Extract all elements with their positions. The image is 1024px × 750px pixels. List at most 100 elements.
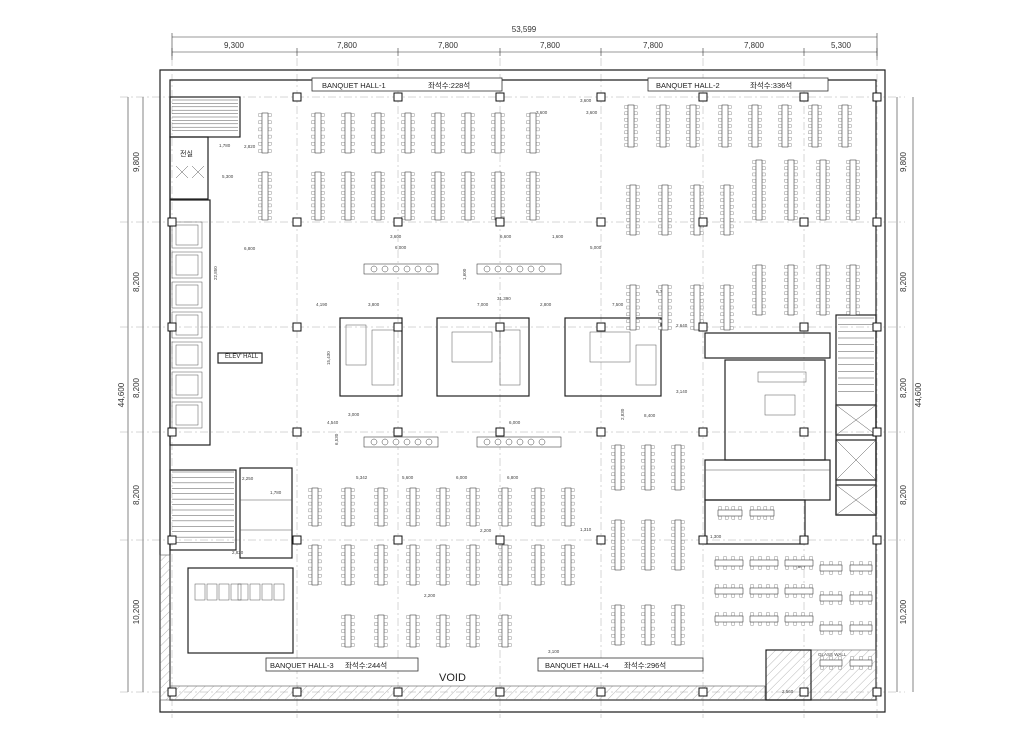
burner	[527, 438, 535, 446]
hall-3-label: BANQUET HALL-3 좌석수:244석	[265, 657, 419, 672]
burner	[516, 438, 524, 446]
column	[872, 322, 882, 332]
dim-2830: 2,830	[620, 408, 625, 420]
banquet-table	[718, 104, 732, 148]
burner	[381, 265, 389, 273]
banquet-table	[690, 284, 704, 331]
dim-6000b: 6,000	[509, 420, 521, 425]
toilet-stall	[249, 583, 261, 601]
dim-8400: 8,400	[644, 413, 656, 418]
banquet-table	[498, 614, 512, 648]
burner	[527, 265, 535, 273]
column	[167, 535, 177, 545]
elev-hall-label: ELEV' HALL	[225, 354, 259, 360]
elevator-car	[171, 371, 203, 399]
dim-31390: 31,390	[497, 296, 511, 301]
banquet-table	[258, 171, 272, 221]
banquet-table	[749, 556, 779, 570]
toilet-stall	[230, 583, 242, 601]
dim-2250: 2,820	[244, 144, 256, 149]
banquet-table	[720, 184, 734, 236]
left-dim-3: 8,200	[132, 377, 141, 398]
banquet-table	[406, 487, 420, 527]
top-dimension-row: 9,300 7,800 7,800 7,800 7,800 7,800 5,30…	[171, 41, 878, 56]
banquet-table	[561, 544, 575, 586]
top-dim-5: 7,800	[643, 41, 664, 50]
dim-2650: 2,820	[232, 550, 244, 555]
hall-4-label: BANQUET HALL-4 좌석수:296석	[537, 657, 704, 672]
burner	[370, 265, 378, 273]
banquet-table	[498, 544, 512, 586]
dim-2200b: 2,200	[480, 528, 492, 533]
dim-5342: 5,600	[402, 475, 414, 480]
banquet-table	[436, 614, 450, 648]
right-overall-label: 44,600	[914, 382, 923, 407]
burner	[425, 265, 433, 273]
banquet-table	[656, 104, 670, 148]
dim-3800: 3,800	[368, 302, 380, 307]
dim-2800: 2,800	[540, 302, 552, 307]
column	[596, 217, 606, 227]
hall-2-seats: 좌석수:336석	[750, 80, 792, 90]
burner	[370, 438, 378, 446]
banquet-table	[849, 591, 873, 605]
column	[167, 217, 177, 227]
banquet-table	[778, 104, 792, 148]
banquet-table	[311, 112, 325, 154]
dim-4190: 4,190	[316, 302, 328, 307]
right-dim-4: 8,200	[899, 484, 908, 505]
banquet-table	[374, 487, 388, 527]
hall-3-seats: 좌석수:244석	[345, 660, 387, 670]
hall-4-name: BANQUET HALL-4	[545, 661, 609, 670]
banquet-table	[819, 561, 843, 575]
column	[292, 427, 302, 437]
banquet-table	[816, 159, 830, 221]
column	[393, 427, 403, 437]
banquet-table	[720, 284, 734, 331]
column	[495, 535, 505, 545]
banquet-table	[371, 112, 385, 154]
column	[167, 687, 177, 697]
banquet-table	[431, 171, 445, 221]
dim-2600: 5,342	[356, 475, 368, 480]
dim-6800: 6,800	[244, 246, 256, 251]
banquet-table	[690, 184, 704, 236]
burner	[483, 438, 491, 446]
column	[495, 322, 505, 332]
toilet-stall	[273, 583, 285, 601]
column	[495, 427, 505, 437]
banquet-table	[849, 621, 873, 635]
banquet-table	[308, 487, 322, 527]
banquet-table	[784, 159, 798, 221]
banquet-tables	[258, 104, 873, 670]
banquet-table	[341, 544, 355, 586]
banquet-table	[531, 487, 545, 527]
dim-1310: 1,310	[580, 527, 592, 532]
banquet-table	[714, 612, 744, 626]
column	[495, 217, 505, 227]
top-dim-3: 7,800	[438, 41, 459, 50]
column	[698, 217, 708, 227]
top-dim-2: 7,800	[337, 41, 358, 50]
burner	[403, 438, 411, 446]
elevator-car	[171, 341, 203, 369]
banquet-table	[671, 444, 685, 491]
column	[799, 535, 809, 545]
column	[872, 687, 882, 697]
banquet-table	[491, 171, 505, 221]
column	[872, 92, 882, 102]
column	[167, 322, 177, 332]
banquet-table	[341, 614, 355, 648]
top-dim-4: 7,800	[540, 41, 561, 50]
dim-6370: 6,800	[507, 475, 519, 480]
dim-3140: 3,140	[676, 389, 688, 394]
right-dim-3: 8,200	[899, 377, 908, 398]
hall-2-name: BANQUET HALL-2	[656, 81, 720, 90]
dim-1300: 1,300	[710, 534, 722, 539]
column	[292, 322, 302, 332]
dim-1800: 1,800	[794, 564, 806, 569]
dim-6000: 6,000	[395, 245, 407, 250]
dim-2200c: 1,780	[270, 490, 282, 495]
elevator-car	[171, 221, 203, 249]
banquet-table	[341, 112, 355, 154]
